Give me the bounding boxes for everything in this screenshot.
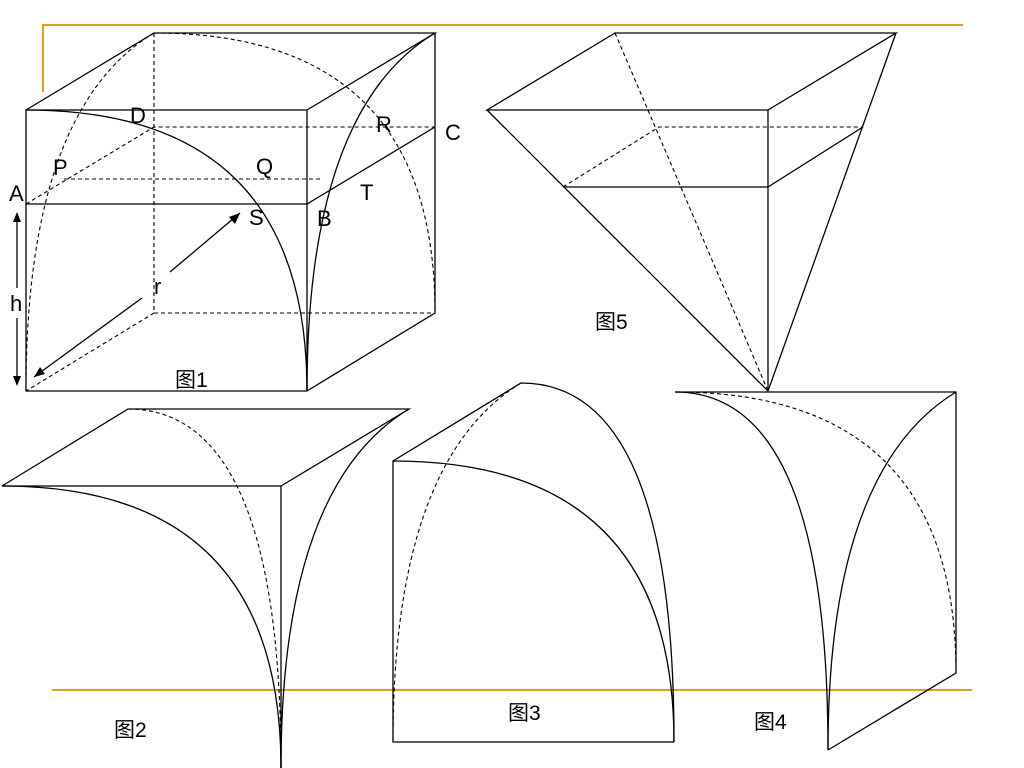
- fig5-edge-right: [767, 32, 897, 392]
- cube-front-face: [25, 109, 308, 392]
- label-point-s: S: [249, 205, 264, 230]
- label-point-b: B: [317, 206, 332, 231]
- arc-right-cylinder: [306, 32, 436, 392]
- fig2-right-arc: [280, 408, 410, 768]
- height-arrowhead-bottom: [13, 376, 21, 386]
- figure-3: 图3: [392, 382, 675, 743]
- fig3-front-arc: [392, 460, 675, 743]
- label-height: h: [10, 291, 22, 316]
- label-point-p: P: [53, 155, 68, 180]
- arc-left-dashed: [25, 32, 155, 392]
- fig4-outline: [675, 391, 957, 751]
- label-point-a: A: [9, 181, 24, 206]
- radius-arrow-upper: [169, 212, 241, 273]
- figure-4: 图4: [674, 391, 957, 751]
- cube-hidden-base-edge: [25, 312, 155, 392]
- fig5-top-square: [484, 32, 899, 111]
- fig3-outline: [392, 382, 674, 743]
- label-radius: r: [154, 274, 161, 299]
- section-hidden-edges: [25, 126, 435, 205]
- figure-1: A B C D P Q R S T r h 图1: [9, 32, 461, 392]
- height-arrowhead-top: [13, 212, 21, 222]
- fig4-back-arc: [674, 391, 957, 674]
- fig2-back-arc: [127, 408, 282, 768]
- label-point-q: Q: [256, 154, 273, 179]
- fig3-left-arc: [392, 382, 522, 743]
- fig2-top-square: [1, 408, 412, 487]
- label-point-t: T: [360, 180, 373, 205]
- slide-decoration: [42, 24, 972, 691]
- caption-figure-4: 图4: [754, 711, 787, 734]
- fig3-back-arc: [520, 382, 675, 743]
- caption-figure-2: 图2: [114, 719, 147, 742]
- fig4-front-arc: [674, 391, 829, 751]
- fig4-right-arc: [827, 391, 957, 751]
- radius-arrowhead-lower: [34, 367, 45, 377]
- fig5-section-visible: [563, 126, 864, 188]
- radius-arrowhead-upper: [229, 213, 240, 224]
- figure-2: 图2: [1, 408, 412, 768]
- caption-figure-3: 图3: [508, 702, 541, 725]
- caption-figure-5: 图5: [595, 311, 628, 334]
- arc-front-cylinder: [25, 109, 308, 392]
- figure-5: 图5: [484, 32, 899, 392]
- cube-hidden-edges: [153, 33, 435, 314]
- fig5-section-hidden: [562, 126, 863, 188]
- caption-figure-1: 图1: [175, 369, 208, 392]
- arc-back-dashed: [153, 32, 436, 314]
- radius-arrow-lower: [33, 297, 143, 378]
- section-visible-edges: [26, 126, 436, 205]
- fig2-front-arc: [1, 485, 282, 768]
- fig5-edge-back-hidden: [614, 32, 769, 392]
- fig5-edge-front-left: [486, 109, 769, 392]
- label-point-d: D: [130, 103, 146, 128]
- label-point-r: R: [376, 112, 392, 137]
- label-point-c: C: [445, 120, 461, 145]
- cube-top-face: [25, 32, 438, 111]
- top-rule: [42, 24, 963, 92]
